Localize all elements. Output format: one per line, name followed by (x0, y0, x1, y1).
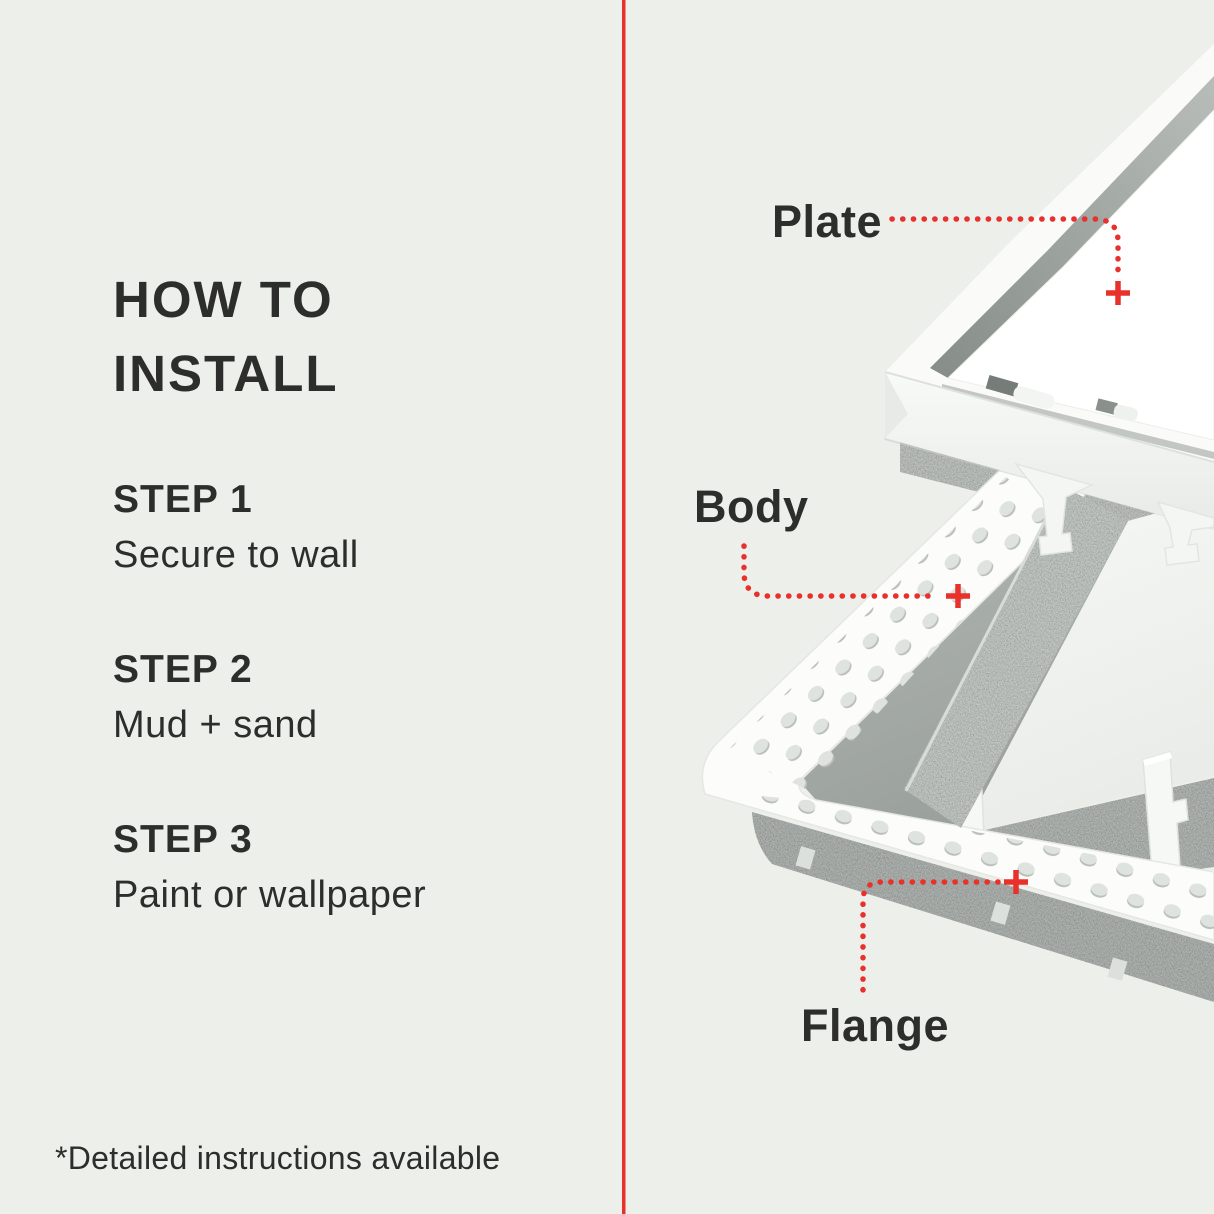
label-plate: Plate (772, 196, 883, 247)
step1-heading: STEP 1 (113, 478, 253, 521)
plate-part (883, 44, 1214, 566)
latch-slot (1095, 398, 1138, 422)
frame-front-edge (884, 371, 1214, 463)
body-front-wall (752, 812, 1214, 1002)
footnote: *Detailed instructions available (55, 1140, 501, 1176)
frame-front-face (885, 372, 1214, 530)
frame-recess-bevel (930, 76, 1214, 378)
label-body: Body (694, 481, 809, 532)
frame-front-groove (942, 384, 1214, 459)
frame-leg (1156, 500, 1214, 566)
latch-slot (985, 374, 1055, 409)
step3-description: Paint or wallpaper (113, 874, 427, 916)
body-inner-panel (963, 497, 1214, 833)
body-crosshair-marker (946, 584, 970, 608)
page-title-line1: HOW TO (113, 271, 334, 328)
body-side-rail-highlight (904, 485, 1065, 792)
frame-leg (1014, 462, 1095, 556)
step3-heading: STEP 3 (113, 818, 253, 861)
plate-leader-line (889, 216, 1121, 279)
plate-crosshair-marker (1106, 281, 1130, 305)
page-title-line2: INSTALL (113, 345, 339, 402)
flange-crosshair-marker (1004, 870, 1028, 894)
body-notch (795, 846, 816, 870)
flange-leader-line (860, 879, 1001, 997)
step2-heading: STEP 2 (113, 648, 253, 691)
body-side-rail (904, 486, 1128, 828)
frame-left-face (885, 372, 908, 438)
step1-description: Secure to wall (113, 534, 359, 576)
body-leader-line (741, 543, 939, 599)
body-notch (1107, 957, 1128, 981)
body-notch (990, 901, 1011, 925)
section-divider-line (622, 0, 626, 1214)
label-flange: Flange (801, 1000, 950, 1051)
step2-description: Mud + sand (113, 704, 318, 746)
